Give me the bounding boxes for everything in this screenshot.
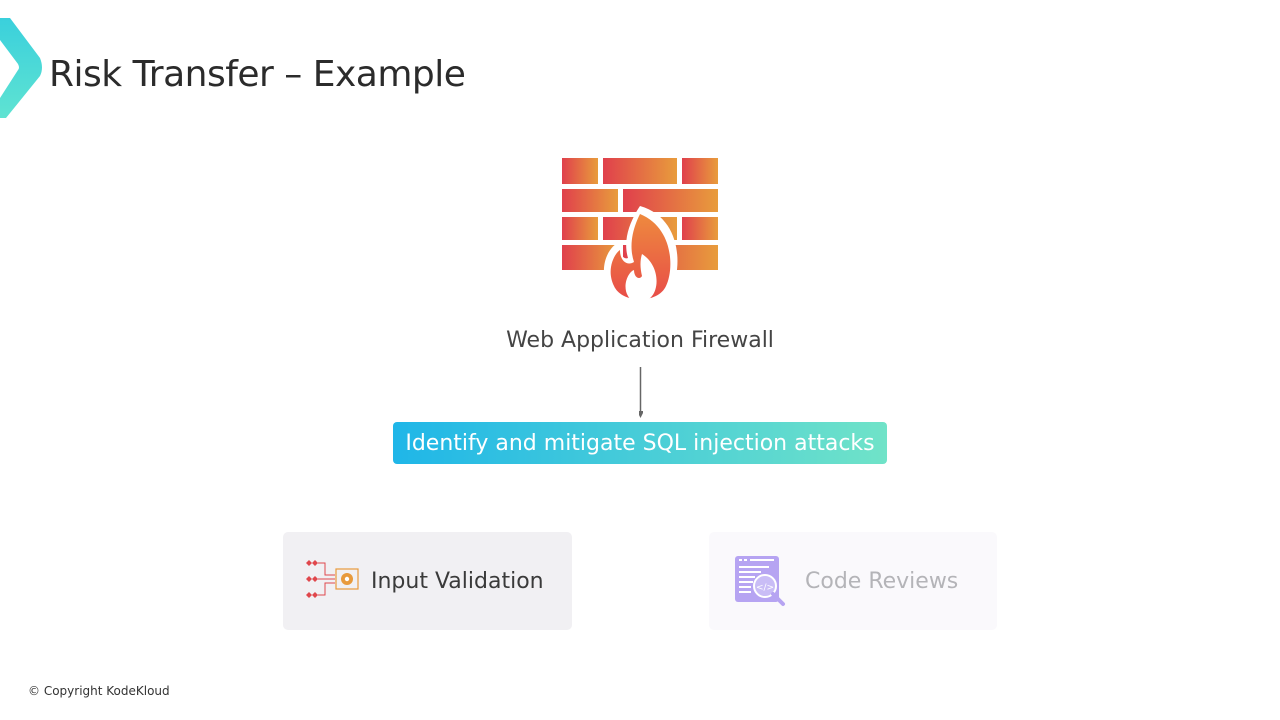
card-code-reviews: </> Code Reviews <box>709 532 997 630</box>
card-label: Code Reviews <box>805 568 959 594</box>
brand-chevron-icon <box>0 18 42 118</box>
card-label: Input Validation <box>371 568 544 594</box>
card-input-validation: Input Validation <box>283 532 572 630</box>
slide-title: Risk Transfer – Example <box>49 54 466 95</box>
svg-text:</>: </> <box>756 583 774 593</box>
waf-label: Web Application Firewall <box>506 328 774 353</box>
banner-text: Identify and mitigate SQL injection atta… <box>405 430 875 456</box>
waf-purpose-banner: Identify and mitigate SQL injection atta… <box>393 422 887 464</box>
copyright-footer: © Copyright KodeKloud <box>28 684 170 698</box>
firewall-icon <box>562 158 718 305</box>
input-validation-icon <box>306 560 359 598</box>
code-review-icon: </> <box>735 556 785 606</box>
arrow-down-icon <box>639 367 643 418</box>
